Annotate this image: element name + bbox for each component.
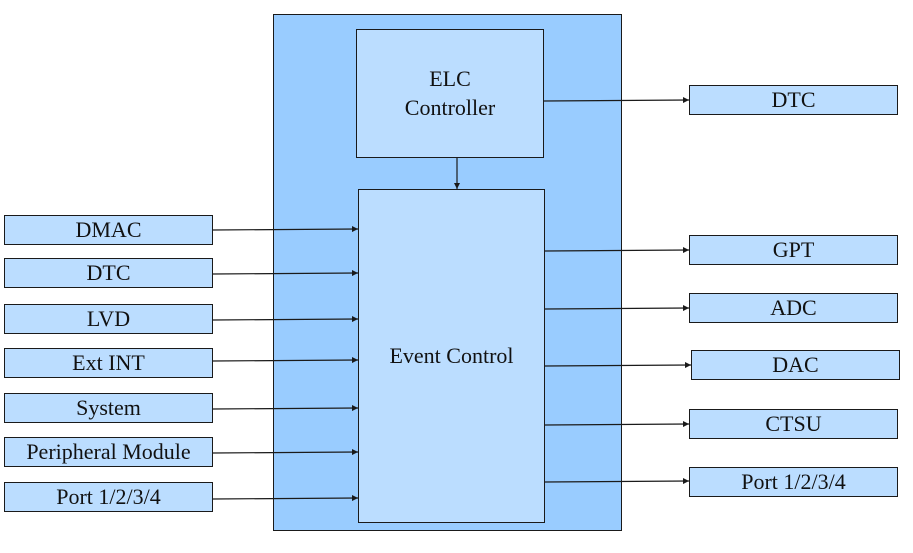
output-box-port: Port 1/2/3/4 bbox=[689, 467, 898, 497]
output-box-dtc: DTC bbox=[689, 85, 898, 115]
input-label: DTC bbox=[86, 259, 131, 285]
input-label: Port 1/2/3/4 bbox=[56, 483, 161, 509]
input-box-dmac: DMAC bbox=[4, 215, 213, 245]
input-label: DMAC bbox=[75, 216, 142, 242]
output-box-dac: DAC bbox=[691, 350, 900, 380]
output-label: Port 1/2/3/4 bbox=[741, 468, 846, 494]
output-label: DTC bbox=[771, 86, 816, 112]
event-control-box: Event Control bbox=[358, 189, 545, 523]
output-box-ctsu: CTSU bbox=[689, 409, 898, 439]
input-box-system: System bbox=[4, 393, 213, 423]
input-label: Ext INT bbox=[72, 349, 145, 375]
input-box-dtc: DTC bbox=[4, 258, 213, 288]
elc-controller-label-line1: ELC bbox=[429, 65, 471, 91]
input-label: Peripheral Module bbox=[26, 438, 191, 464]
input-box-ext-int: Ext INT bbox=[4, 348, 213, 378]
output-label: DAC bbox=[772, 351, 819, 377]
output-box-adc: ADC bbox=[689, 293, 898, 323]
input-label: LVD bbox=[86, 305, 131, 331]
output-label: ADC bbox=[770, 294, 817, 320]
input-label: System bbox=[76, 394, 141, 420]
input-box-port: Port 1/2/3/4 bbox=[4, 482, 213, 512]
output-label: CTSU bbox=[765, 410, 822, 436]
input-box-lvd: LVD bbox=[4, 304, 213, 334]
output-box-gpt: GPT bbox=[689, 235, 898, 265]
elc-controller-label-line2: Controller bbox=[404, 94, 496, 120]
event-control-label: Event Control bbox=[389, 342, 514, 368]
input-box-peripheral-module: Peripheral Module bbox=[4, 437, 213, 467]
elc-controller-box: ELC Controller bbox=[356, 29, 544, 158]
output-label: GPT bbox=[772, 236, 815, 262]
